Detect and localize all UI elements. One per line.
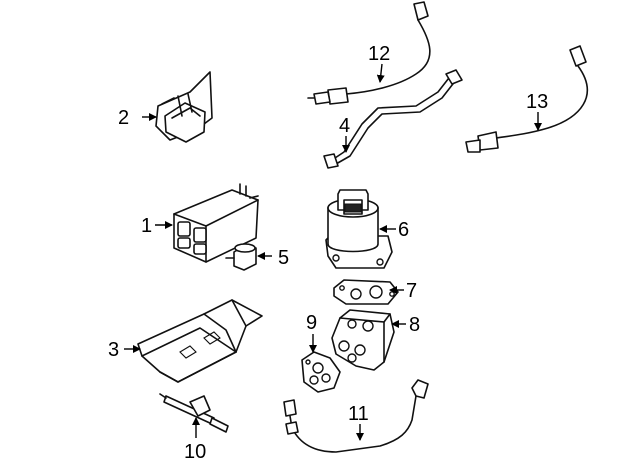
callout-7: 7 (406, 280, 417, 302)
callout-12: 12 (368, 43, 390, 65)
part-11-harness (283, 379, 429, 453)
part-6-egr-valve (325, 189, 393, 269)
callout-5: 5 (278, 247, 289, 269)
leader-12 (376, 63, 385, 83)
callout-10: 10 (184, 441, 206, 463)
part-3-heat-shield (137, 299, 263, 383)
callout-8: 8 (409, 314, 420, 336)
callout-11: 11 (348, 403, 369, 425)
part-10-sensor (159, 393, 229, 433)
callout-2: 2 (118, 107, 129, 129)
part-1-canister (173, 183, 259, 263)
callout-6: 6 (398, 219, 409, 241)
part-8-adapter (331, 309, 395, 371)
callout-4: 4 (339, 115, 350, 137)
callout-3: 3 (108, 339, 119, 361)
part-5-valve (225, 243, 257, 271)
callout-9: 9 (306, 312, 317, 334)
part-7-gasket (333, 279, 399, 305)
callout-1: 1 (141, 215, 152, 237)
part-13-o2-sensor (465, 45, 589, 153)
part-2-bracket (155, 71, 213, 143)
part-12-o2-sensor (307, 1, 431, 105)
part-9-gasket (301, 351, 341, 393)
callout-13: 13 (526, 91, 548, 113)
